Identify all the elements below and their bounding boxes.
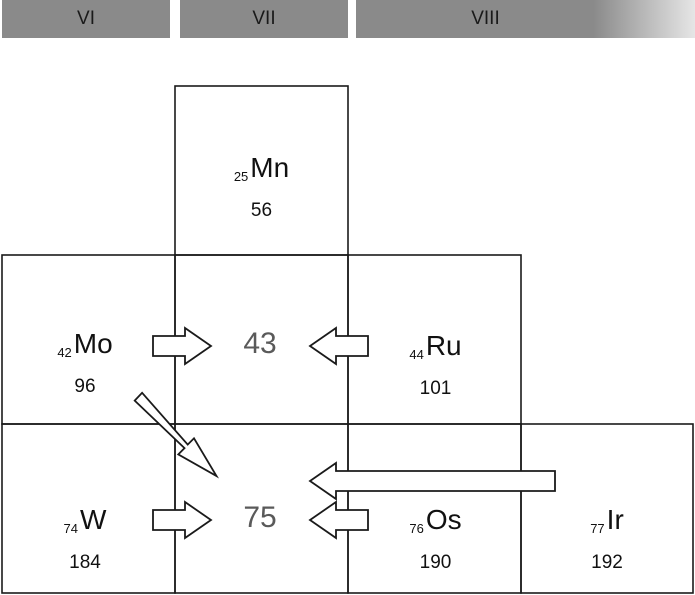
arrow-mo-to-75-diagonal (133, 391, 220, 479)
atomic-number-w: 74 (63, 521, 79, 536)
element-cell-w: 74W 184 (0, 504, 170, 574)
element-cell-os: 76Os 190 (348, 504, 523, 574)
group-header-viii: VIII (356, 0, 695, 38)
mass-ru: 101 (419, 378, 452, 399)
atomic-number-mn: 25 (233, 169, 249, 184)
element-cell-ir: 77Ir 192 (521, 504, 693, 574)
atomic-number-ir: 77 (590, 521, 605, 536)
group-label-vi: VI (77, 8, 95, 29)
mass-mo: 96 (74, 376, 96, 397)
mass-os: 190 (419, 552, 452, 573)
symbol-ir: Ir (606, 504, 624, 535)
arrow-mo-to-43 (152, 326, 213, 366)
missing-element-75: 75 (243, 501, 277, 534)
mass-mn: 56 (250, 200, 273, 221)
group-header-vi: VI (2, 0, 170, 38)
symbol-os: Os (425, 504, 462, 535)
atomic-number-ru: 44 (409, 347, 424, 362)
group-label-vii: VII (252, 8, 276, 29)
symbol-mn: Mn (250, 152, 290, 183)
arrow-w-to-75 (152, 500, 213, 540)
mass-ir: 192 (591, 552, 623, 573)
element-cell-mn: 25Mn 56 (175, 152, 348, 222)
atomic-number-mo: 42 (57, 345, 72, 360)
group-header-vii: VII (180, 0, 348, 38)
arrow-os-to-75 (308, 500, 369, 540)
missing-element-43: 43 (243, 327, 277, 360)
cell-border-ir (520, 423, 694, 594)
atomic-number-os: 76 (409, 521, 424, 536)
mass-w: 184 (69, 552, 101, 573)
group-label-viii: VIII (471, 8, 500, 29)
arrow-ru-to-43 (308, 326, 369, 366)
element-cell-mo: 42Mo 96 (0, 328, 170, 398)
arrow-ir-to-75 (308, 461, 556, 501)
element-cell-ru: 44Ru 101 (348, 330, 523, 400)
symbol-ru: Ru (425, 330, 462, 361)
symbol-w: W (80, 504, 107, 535)
symbol-mo: Mo (73, 328, 113, 359)
